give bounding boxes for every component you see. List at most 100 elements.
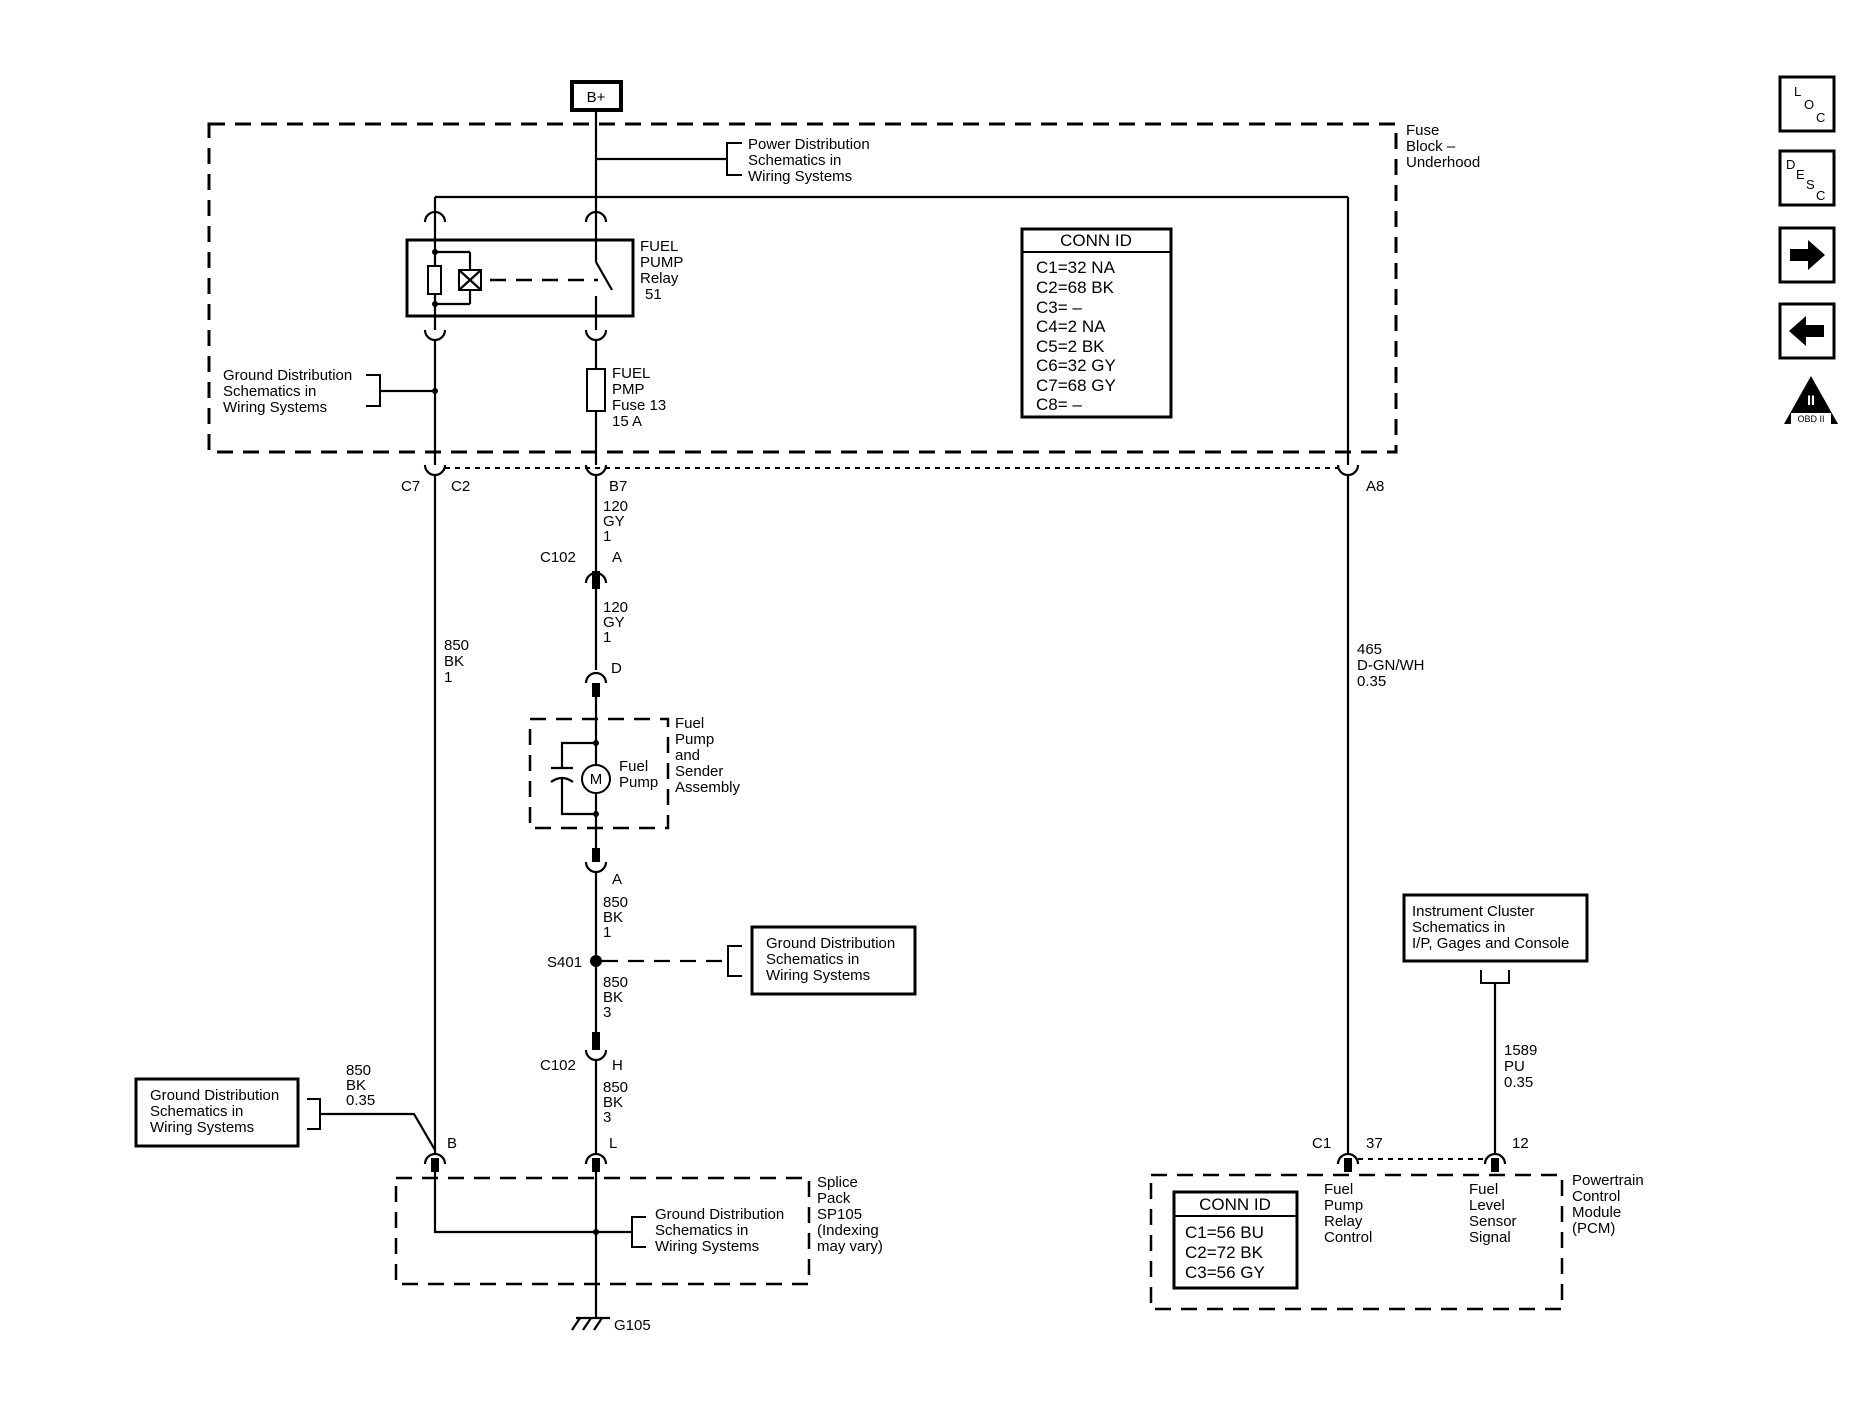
svg-text:465: 465 [1357,641,1382,658]
svg-text:1: 1 [603,629,611,646]
svg-text:C3= –: C3= – [1036,298,1082,317]
svg-text:FUEL: FUEL [612,365,650,382]
fuel-pump-assembly-label: Fuel Pump and Sender Assembly [675,715,741,796]
svg-text:850: 850 [444,637,469,654]
obd-ii-button[interactable]: II OBD II [1784,376,1838,424]
svg-text:1: 1 [444,669,452,686]
svg-text:(PCM): (PCM) [1572,1220,1615,1237]
loc-button[interactable]: L O C [1778,75,1836,133]
svg-text:Schematics in: Schematics in [655,1222,748,1239]
conn-id-table-fuse-block: CONN ID C1=32 NA C2=68 BK C3= – C4=2 NA … [1020,227,1173,419]
svg-text:II: II [1807,392,1815,408]
next-page-button[interactable] [1778,226,1836,284]
svg-text:C: C [1816,110,1825,125]
svg-text:L: L [1794,84,1801,99]
previous-page-button[interactable] [1778,302,1836,360]
ground-dist-left-bracket [366,374,381,407]
wire-label-850-bk-3-b: 850 BK 3 [603,1079,628,1126]
svg-text:C7=68 GY: C7=68 GY [1036,376,1116,395]
svg-text:Pack: Pack [817,1190,851,1207]
svg-text:(Indexing: (Indexing [817,1222,879,1239]
desc-button[interactable]: D E S C [1778,149,1836,207]
b-plus-label: B+ [587,89,606,106]
instrument-cluster-reference: Instrument Cluster Schematics in I/P, Ga… [1402,893,1589,963]
svg-text:G105: G105 [614,1317,651,1334]
svg-text:C2=72 BK: C2=72 BK [1185,1243,1264,1262]
svg-text:12: 12 [1512,1135,1529,1152]
power-dist-bracket [726,142,742,176]
wire-label-1589: 1589 PU 0.35 [1504,1042,1537,1091]
svg-text:51: 51 [645,286,662,303]
wire-850-bk-035 [320,1112,436,1151]
svg-text:Pump: Pump [675,731,714,748]
svg-text:D-GN/WH: D-GN/WH [1357,657,1425,674]
svg-text:15 A: 15 A [612,413,642,430]
svg-text:Instrument Cluster: Instrument Cluster [1412,903,1535,920]
svg-text:BK: BK [603,1094,623,1111]
relay-connector-bottom [423,329,608,455]
ground-g105: G105 [571,1316,651,1334]
svg-text:Relay: Relay [1324,1213,1363,1230]
svg-text:C102: C102 [540,549,576,566]
svg-text:Wiring Systems: Wiring Systems [766,967,870,984]
svg-text:C1: C1 [1312,1135,1331,1152]
ground-distribution-reference-s401: Ground Distribution Schematics in Wiring… [750,925,917,996]
wire-label-850-bk-3-a: 850 BK 3 [603,974,628,1021]
svg-text:Relay: Relay [640,270,679,287]
svg-text:C5=2 BK: C5=2 BK [1036,337,1105,356]
svg-text:Block –: Block – [1406,138,1456,155]
svg-text:Fuel: Fuel [1469,1181,1498,1198]
wire-label-465: 465 D-GN/WH 0.35 [1357,641,1425,690]
svg-text:Schematics in: Schematics in [150,1103,243,1120]
svg-text:0.35: 0.35 [346,1092,375,1109]
fuel-pump-capacitor [550,741,596,816]
svg-text:B: B [447,1135,457,1152]
svg-text:Underhood: Underhood [1406,154,1480,171]
splice-s401 [590,955,602,967]
svg-text:OBD II: OBD II [1797,414,1824,424]
fuse-block-enclosure [207,122,1398,454]
svg-text:GY: GY [603,614,625,631]
fuel-pump-sender-assembly [528,717,670,830]
svg-text:Ground Distribution: Ground Distribution [223,367,352,384]
svg-text:FUEL: FUEL [640,238,678,255]
svg-text:Sender: Sender [675,763,723,780]
svg-text:I/P, Gages and Console: I/P, Gages and Console [1412,935,1569,952]
relay-label: FUEL PUMP Relay 51 [640,238,683,303]
svg-text:120: 120 [603,498,628,515]
relay-connector-top [423,210,608,223]
pin-a8: A8 [1366,478,1384,495]
svg-text:M: M [590,771,603,788]
svg-text:C2=68 BK: C2=68 BK [1036,278,1115,297]
fuse-block-output-connectors [423,455,1360,477]
svg-text:PU: PU [1504,1058,1525,1075]
connector-c102-h: C102 H [540,1032,623,1074]
svg-text:S: S [1806,177,1815,192]
svg-text:Fuel: Fuel [619,758,648,775]
svg-text:Control: Control [1324,1229,1372,1246]
svg-text:H: H [612,1057,623,1074]
wire-label-850-bk-1-left: 850 BK 1 [444,637,469,686]
splice-pack-connectors: B L [423,1135,617,1172]
fuel-pump-motor: M [581,764,611,794]
svg-text:L: L [609,1135,617,1152]
svg-text:O: O [1804,97,1814,112]
svg-text:Pump: Pump [1324,1197,1363,1214]
wire-label-120-gy-1-upper: 120 GY 1 [603,498,628,545]
svg-text:Ground Distribution: Ground Distribution [150,1087,279,1104]
svg-text:C6=32 GY: C6=32 GY [1036,356,1116,375]
fuel-level-sensor-signal-label: Fuel Level Sensor Signal [1469,1181,1517,1246]
svg-text:Pump: Pump [619,774,658,791]
connector-pump-d: D [584,660,622,697]
svg-text:C8= –: C8= – [1036,395,1082,414]
arrow-left-icon [1789,316,1824,346]
svg-text:CONN ID: CONN ID [1060,231,1132,250]
svg-text:0.35: 0.35 [1504,1074,1533,1091]
svg-text:Fuse: Fuse [1406,122,1439,139]
svg-text:850: 850 [603,1079,628,1096]
svg-text:Ground Distribution: Ground Distribution [766,935,895,952]
svg-text:1589: 1589 [1504,1042,1537,1059]
wire-label-850-bk-035: 850 BK 0.35 [346,1062,375,1109]
svg-text:D: D [1786,157,1795,172]
fuse-label: FUEL PMP Fuse 13 15 A [612,365,666,430]
